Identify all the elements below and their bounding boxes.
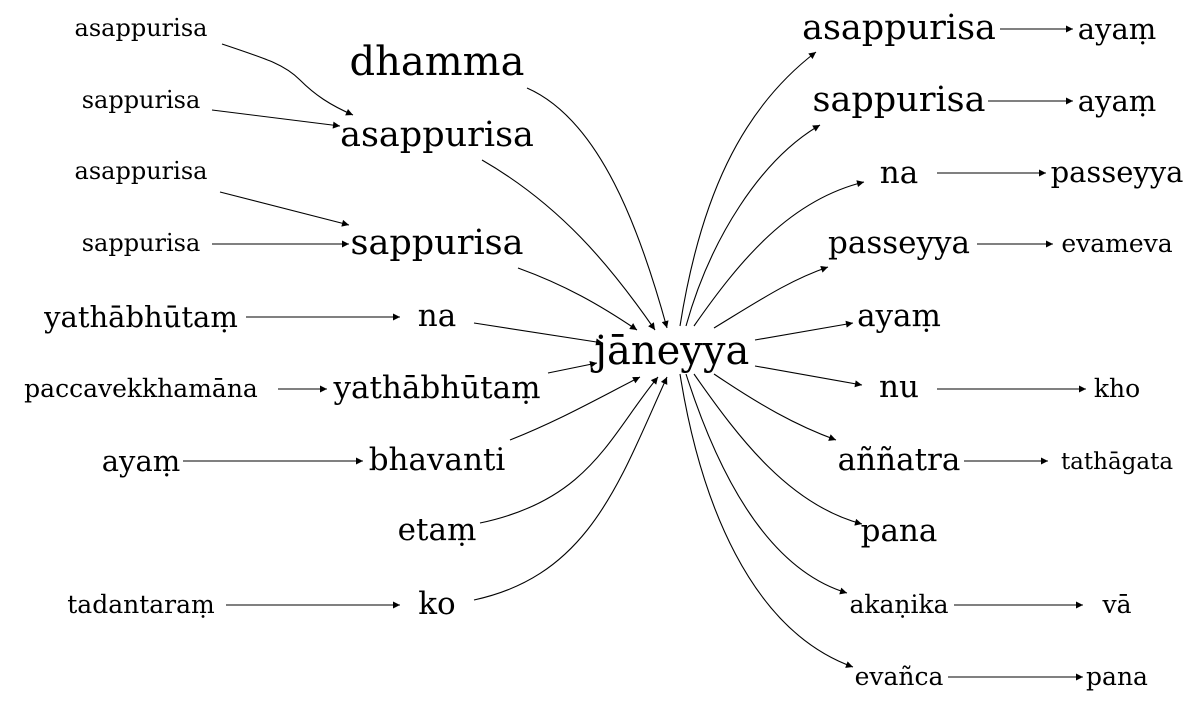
nodes: jāneyya asappurisa sappurisa asappurisa … bbox=[24, 8, 1183, 691]
edge-na-to-center bbox=[473, 322, 604, 346]
edge-sappurisa-to-center bbox=[517, 267, 638, 331]
next-node-tathagata: tathāgata bbox=[1061, 449, 1173, 475]
edge-etam-to-center bbox=[479, 376, 659, 524]
edge-bhavanti-to-center bbox=[509, 376, 641, 441]
predecessor-node-dhamma: dhamma bbox=[350, 39, 525, 85]
edge-sappurisa-to-asappurisa bbox=[211, 109, 341, 129]
edge-center-to-na bbox=[693, 180, 865, 327]
successor-node-na: na bbox=[880, 155, 918, 191]
successor-node-evanca: evañca bbox=[855, 662, 944, 691]
predecessor-node-sappurisa: sappurisa bbox=[351, 223, 524, 263]
edge-center-to-evanca bbox=[679, 373, 854, 668]
source-node-sappurisa-1: sappurisa bbox=[82, 86, 201, 114]
edge-center-to-annatra bbox=[713, 373, 837, 441]
source-node-ayam: ayaṃ bbox=[102, 444, 180, 478]
edge-center-to-ayam bbox=[754, 320, 854, 341]
edge-center-to-nu bbox=[754, 365, 863, 388]
next-node-va: vā bbox=[1101, 590, 1131, 619]
source-node-sappurisa-2: sappurisa bbox=[82, 229, 201, 257]
successor-node-sappurisa: sappurisa bbox=[813, 80, 986, 120]
next-node-kho: kho bbox=[1094, 374, 1140, 403]
edge-center-to-sappurisa bbox=[685, 124, 821, 327]
successor-node-akanika: akaṇika bbox=[849, 590, 948, 619]
successor-node-nu: nu bbox=[879, 369, 919, 405]
edge-center-to-pana bbox=[693, 373, 863, 526]
edges bbox=[183, 25, 1086, 681]
next-node-evameva: evameva bbox=[1061, 229, 1172, 258]
edge-center-to-asappurisa bbox=[679, 51, 817, 327]
predecessor-node-yathabhutam: yathābhūtaṃ bbox=[332, 370, 540, 406]
predecessor-node-etam: etaṃ bbox=[398, 512, 477, 548]
successor-node-asappurisa: asappurisa bbox=[802, 8, 996, 48]
successor-node-pana: pana bbox=[861, 513, 938, 549]
successor-node-ayam: ayaṃ bbox=[857, 298, 941, 334]
edge-asappurisa-to-center bbox=[481, 159, 656, 331]
next-node-pana: pana bbox=[1086, 662, 1148, 691]
edge-yathabhutam-to-center bbox=[547, 360, 598, 374]
predecessor-node-na: na bbox=[418, 298, 456, 334]
source-node-tadantaram: tadantaraṃ bbox=[67, 590, 215, 619]
source-node-paccavekkhamana: paccavekkhamāna bbox=[24, 374, 258, 403]
next-node-ayam-2: ayaṃ bbox=[1078, 84, 1156, 118]
source-node-yathabhutam: yathābhūtaṃ bbox=[43, 300, 238, 334]
predecessor-node-asappurisa: asappurisa bbox=[340, 115, 534, 155]
source-node-asappurisa-1: asappurisa bbox=[75, 14, 208, 42]
edge-center-to-akanika bbox=[685, 373, 848, 595]
edge-center-to-passeyya bbox=[713, 265, 829, 329]
successor-node-passeyya: passeyya bbox=[828, 225, 970, 261]
predecessor-node-ko: ko bbox=[418, 586, 455, 622]
edge-ko-to-center bbox=[473, 376, 668, 601]
center-node: jāneyya bbox=[591, 328, 750, 374]
successor-node-annatra: aññatra bbox=[838, 442, 961, 478]
edge-asappurisa-to-asappurisa bbox=[221, 43, 354, 116]
source-node-asappurisa-2: asappurisa bbox=[75, 157, 208, 185]
edge-asappurisa-to-sappurisa bbox=[219, 191, 350, 227]
next-node-ayam-1: ayaṃ bbox=[1078, 12, 1156, 46]
edge-dhamma-to-center bbox=[526, 87, 669, 329]
predecessor-node-bhavanti: bhavanti bbox=[369, 442, 506, 478]
next-node-passeyya: passeyya bbox=[1051, 155, 1184, 189]
